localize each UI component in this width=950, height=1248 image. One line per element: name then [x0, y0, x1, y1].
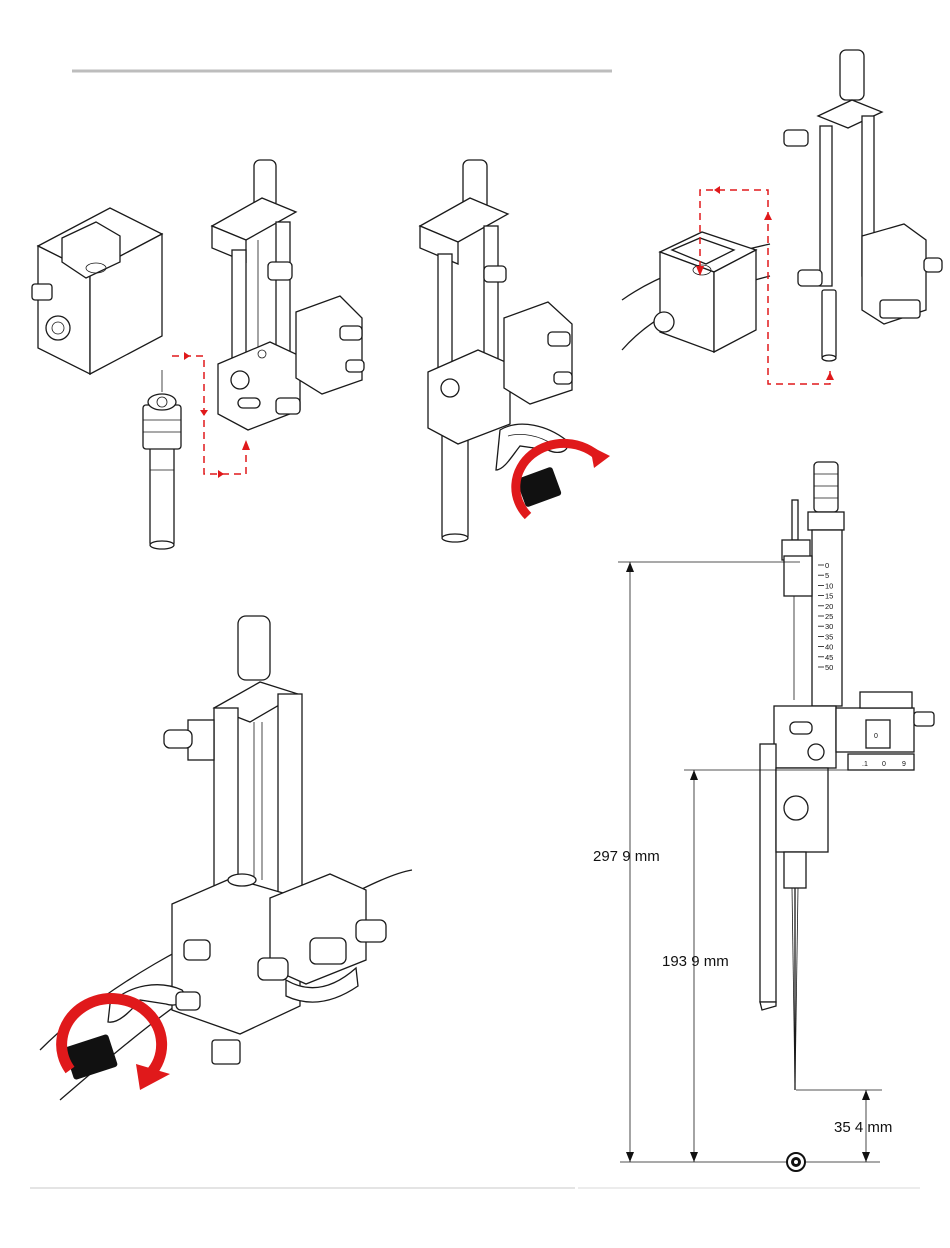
- counter-digit: 0: [874, 733, 878, 740]
- scale-label: 35: [825, 632, 833, 641]
- scale-label: 5: [825, 571, 829, 580]
- scale-label: 45: [825, 653, 833, 662]
- dimension-middle: 193 9 mm: [662, 953, 729, 970]
- scale-label: 40: [825, 643, 833, 652]
- scale-label: 25: [825, 612, 833, 621]
- panel-insert-adapter: [32, 160, 364, 549]
- panel-mount-block: [622, 50, 942, 384]
- panel-lock-knob: [40, 616, 412, 1100]
- hand-icon: [496, 424, 568, 507]
- scale-label: 15: [825, 592, 833, 601]
- panel-tighten-rod: [420, 160, 610, 542]
- scale-label: 20: [825, 602, 833, 611]
- scale-label: 10: [825, 581, 833, 590]
- scale-label: 30: [825, 622, 833, 631]
- scale-label: 50: [825, 663, 833, 672]
- dimension-tip: 35 4 mm: [834, 1119, 892, 1136]
- dial-label: 9: [902, 761, 906, 768]
- mounting-block: [32, 208, 162, 374]
- dial-label: 0: [882, 761, 886, 768]
- manipulator-unit: [212, 160, 364, 430]
- adapter-rod: [143, 370, 181, 549]
- dimension-overall: 297 9 mm: [593, 848, 660, 865]
- dial-label: .1: [862, 761, 868, 768]
- scale-label: 0: [825, 561, 829, 570]
- target-icon: [787, 1153, 805, 1171]
